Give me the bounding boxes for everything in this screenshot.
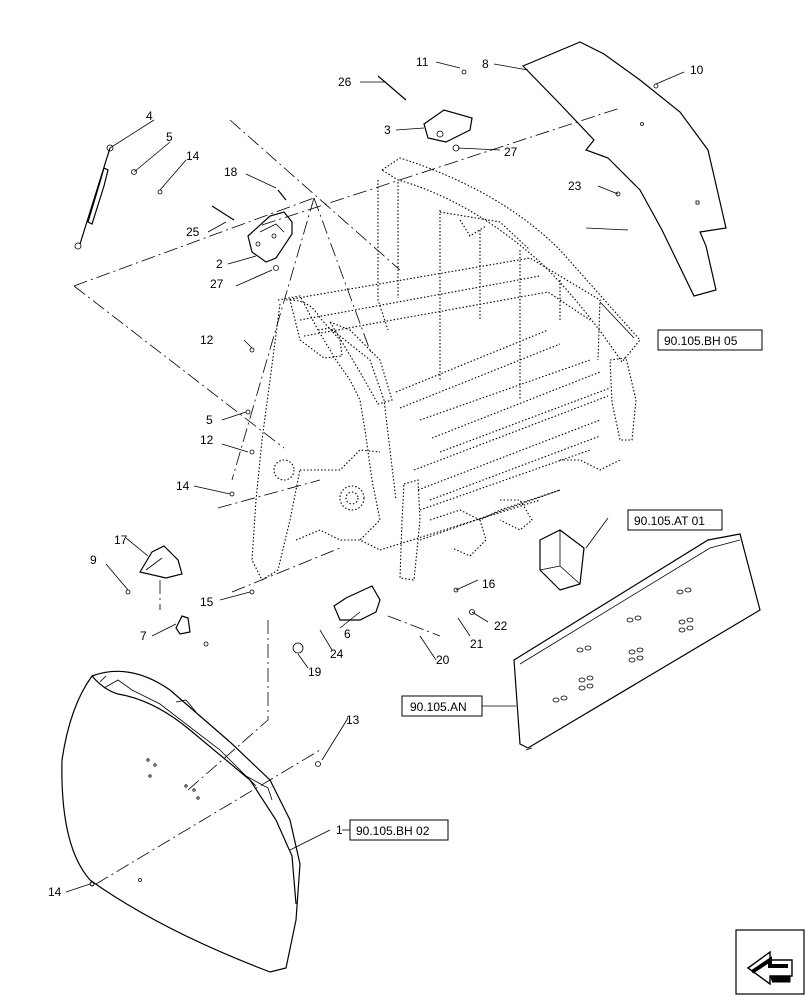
baler-main-frame: [251, 157, 641, 581]
ref-90-105-an: 90.105.AN: [410, 700, 467, 714]
callout-5b: 5: [206, 413, 213, 427]
callout-12b: 12: [200, 433, 214, 447]
part-6-bracket: [333, 585, 381, 621]
callout-23: 23: [568, 179, 582, 193]
callout-9: 9: [90, 553, 97, 567]
callout-24: 24: [330, 647, 344, 661]
callout-3: 3: [384, 123, 391, 137]
callout-26: 26: [338, 75, 352, 89]
leader-lines: [65, 61, 685, 893]
ref-90-105-at-01: 90.105.AT 01: [634, 514, 705, 528]
callout-12a: 12: [200, 333, 214, 347]
part-4-gas-spring: [74, 144, 114, 250]
view-direction-arrow-icon: [735, 929, 805, 995]
callout-4: 4: [146, 109, 153, 123]
callout-22: 22: [494, 619, 508, 633]
callout-10: 10: [690, 63, 704, 77]
callout-16: 16: [482, 577, 496, 591]
part-17-bracket: [139, 545, 183, 579]
callout-8: 8: [482, 57, 489, 71]
callout-14c: 14: [48, 885, 62, 899]
part-1-left-side-cover: [61, 670, 301, 973]
ref-90-105-bh-05: 90.105.BH 05: [664, 334, 738, 348]
callout-7: 7: [140, 629, 147, 643]
ref-90-105-bh-02: 90.105.BH 02: [356, 824, 430, 838]
callout-25: 25: [186, 225, 200, 239]
part-small-box: [539, 529, 585, 591]
callout-14b: 14: [176, 479, 190, 493]
callout-15: 15: [200, 595, 214, 609]
panel-slot-holes: [552, 587, 694, 703]
callout-14a: 14: [186, 149, 200, 163]
callout-27b: 27: [504, 145, 518, 159]
callout-20: 20: [436, 653, 450, 667]
reference-boxes: 90.105.BH 05 90.105.AT 01 90.105.AN 90.1…: [349, 329, 763, 841]
callout-11: 11: [416, 55, 429, 69]
callout-18: 18: [224, 165, 238, 179]
part-8-top-shield: [521, 41, 727, 297]
callout-27a: 27: [210, 277, 224, 291]
callout-17: 17: [114, 533, 128, 547]
part-7-latch: [175, 615, 191, 635]
callout-numbers: 4 5 14 18 25 2 27 26 11 3 8 27 10 23 12 …: [48, 55, 704, 899]
fasteners: [89, 69, 659, 887]
callout-1: 1: [336, 823, 343, 837]
callout-2: 2: [216, 257, 223, 271]
callout-5a: 5: [166, 130, 173, 144]
assembly-chain-lines: [73, 107, 621, 885]
callout-21: 21: [470, 637, 484, 651]
part-2-bracket: [247, 211, 293, 263]
part-3-hinge: [423, 109, 473, 152]
callout-19: 19: [308, 665, 322, 679]
part-lower-right-panel: [513, 533, 761, 751]
callout-6: 6: [344, 627, 351, 641]
callout-13: 13: [346, 713, 360, 727]
